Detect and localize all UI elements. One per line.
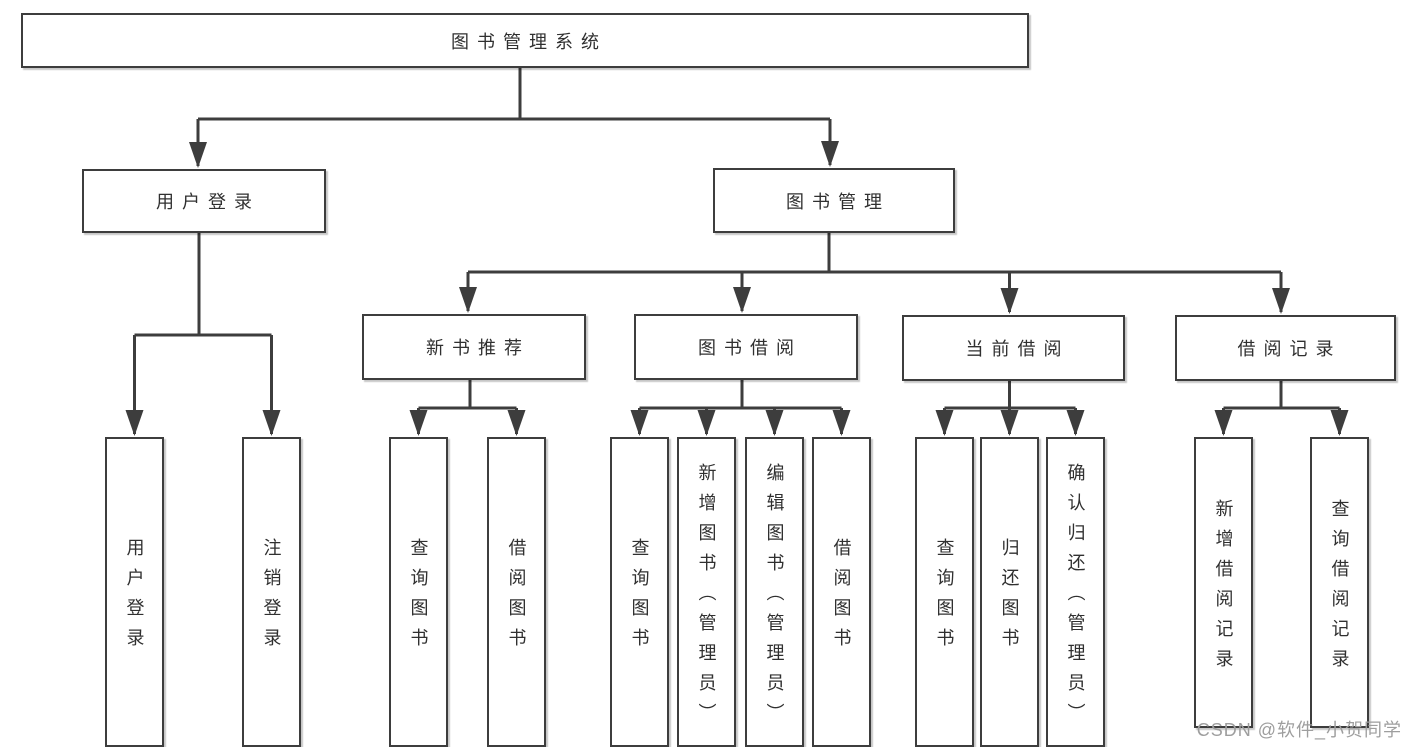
leaf-borrow-books: 借阅图书 (812, 437, 871, 747)
leaf-query-books: 查询图书 (389, 437, 448, 747)
leaf-return-books: 归还图书 (980, 437, 1039, 747)
leaf-query-books: 查询图书 (610, 437, 669, 747)
leaf-query-borrow-record: 查询借阅记录 (1310, 437, 1369, 728)
node-new-book-recommendation: 新书推荐 (362, 314, 586, 380)
connector-arrows (125, 119, 1349, 436)
node-current-borrowing: 当前借阅 (902, 315, 1125, 381)
node-book-management: 图书管理 (713, 168, 955, 233)
node-book-borrowing: 图书借阅 (634, 314, 858, 380)
node-root: 图书管理系统 (21, 13, 1029, 68)
leaf-user-login: 用户登录 (105, 437, 164, 747)
node-borrowing-records: 借阅记录 (1175, 315, 1396, 381)
watermark-text: CSDN @软件_小贺同学 (1196, 720, 1402, 740)
leaf-edit-books-admin: 编辑图书（管理员） (745, 437, 804, 747)
leaf-confirm-return-admin: 确认归还（管理员） (1046, 437, 1105, 747)
leaf-query-books: 查询图书 (915, 437, 974, 747)
leaf-logout: 注销登录 (242, 437, 301, 747)
leaf-borrow-books: 借阅图书 (487, 437, 546, 747)
leaf-add-books-admin: 新增图书（管理员） (677, 437, 736, 747)
connector-lines (134, 65, 1340, 410)
leaf-add-borrow-record: 新增借阅记录 (1194, 437, 1253, 728)
node-user-login: 用户登录 (82, 169, 326, 233)
